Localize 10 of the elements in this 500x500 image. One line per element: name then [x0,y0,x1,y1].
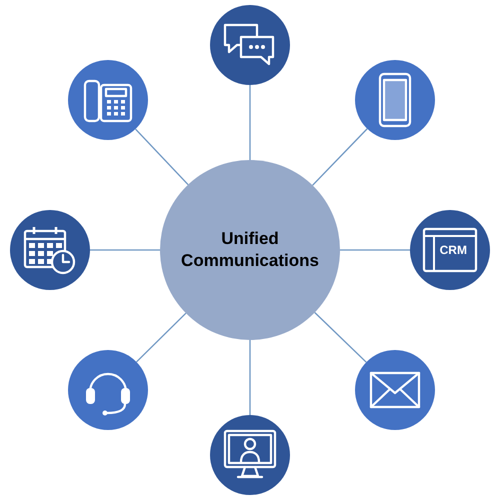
connector-line [90,249,160,251]
connector-line [314,312,367,363]
connector-line [136,312,186,362]
connector-line [249,340,251,415]
icon-label: CRM [440,243,467,257]
connector-line [135,128,189,186]
hub-title: Unified Communications [180,228,320,272]
connector-line [312,128,368,186]
connector-line [340,249,410,251]
connector-line [249,85,251,160]
